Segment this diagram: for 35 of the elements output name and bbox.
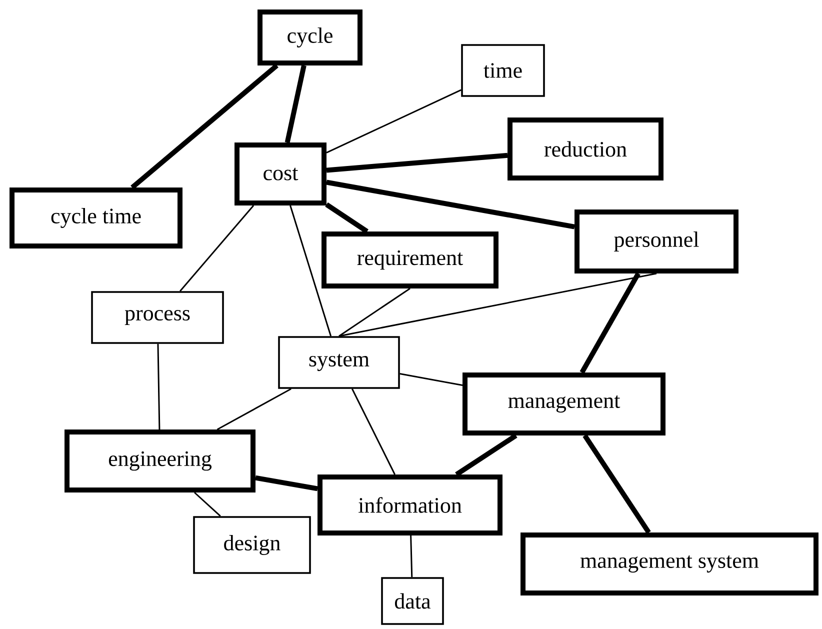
connector-line [284,64,306,144]
term-box: engineering [64,430,256,492]
connector-line [216,388,292,430]
term-box: management [462,372,666,436]
connector-line [352,388,396,475]
connector-line [326,89,462,154]
connector-line [582,434,651,534]
connector-line [326,180,575,230]
term-box: information [318,474,502,536]
term-box: requirement [322,232,498,288]
term-box: design [193,516,311,574]
term-box: reduction [508,118,664,180]
connector-line [400,372,463,386]
term-box: personnel [574,210,738,274]
connector-line [580,272,640,374]
connector-line [180,205,254,292]
connector-line [255,475,318,492]
connector-line [325,202,368,234]
connector-line [130,64,278,190]
connector-line [410,535,413,578]
connector-line [338,288,410,337]
term-box: process [91,291,224,344]
term-box: data [381,577,444,625]
term-box: cycle [258,10,362,66]
term-box: cycle time [10,188,182,248]
connector-line [290,205,332,336]
term-box: time [461,44,545,97]
connector-line [157,344,160,430]
connector-line [326,152,508,173]
term-box: management system [520,532,818,596]
connector-line [455,433,518,477]
term-box: system [278,336,400,389]
connector-line [338,272,657,337]
connector-line [194,492,221,517]
term-box: cost [234,142,326,206]
